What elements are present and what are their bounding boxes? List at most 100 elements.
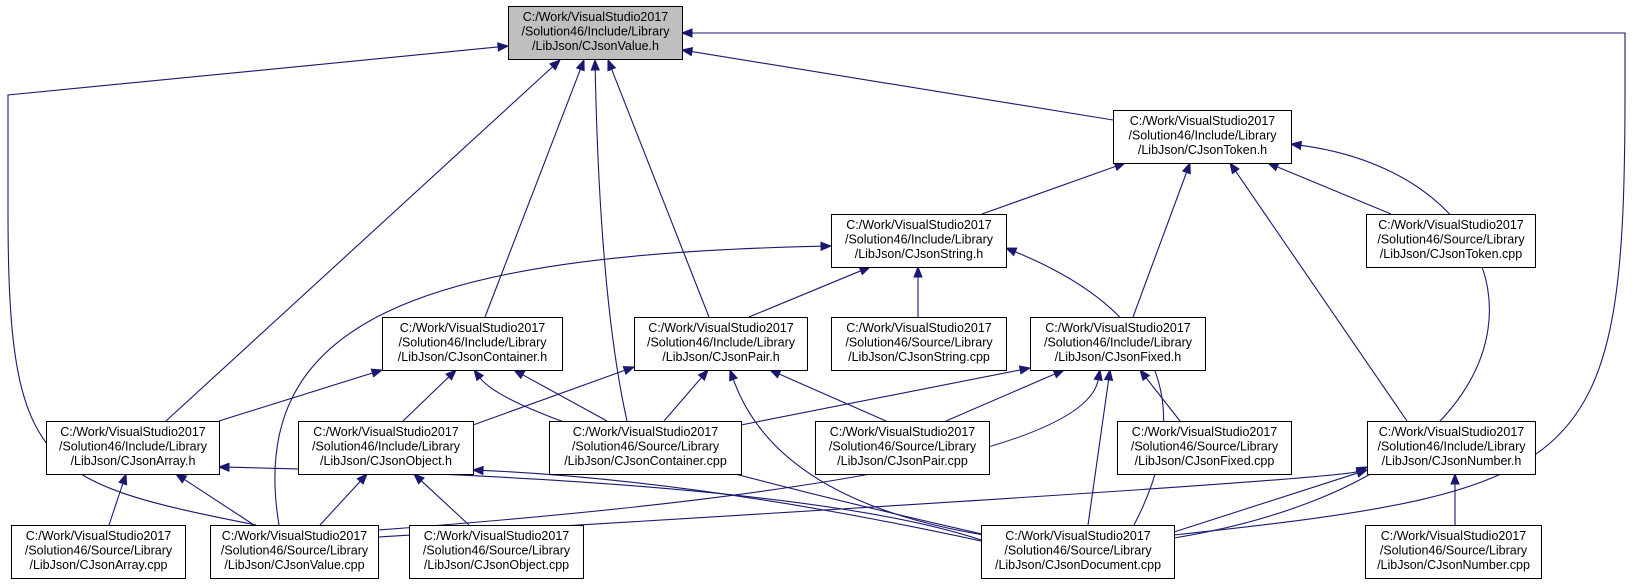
node-box[interactable] [831, 317, 1007, 371]
node-token-cpp[interactable]: C:/Work/VisualStudio2017/Solution46/Sour… [1366, 214, 1536, 268]
arrowhead [607, 58, 617, 72]
node-box[interactable] [210, 525, 379, 579]
node-label-line: C:/Work/VisualStudio2017 [1378, 218, 1524, 232]
node-token-h[interactable]: C:/Work/VisualStudio2017/Solution46/Incl… [1113, 110, 1292, 164]
node-box[interactable] [1030, 317, 1206, 371]
node-pair-cpp[interactable]: C:/Work/VisualStudio2017/Solution46/Sour… [815, 421, 990, 475]
edge-number_cpp-to-number_h [1450, 472, 1460, 525]
node-box[interactable] [1113, 110, 1292, 164]
node-box[interactable] [409, 525, 584, 579]
edge-line [7, 46, 499, 526]
edge-container_cpp-to-pair_h [663, 368, 709, 422]
arrowhead [590, 58, 600, 71]
edge-document_cpp-to-pair_h [729, 368, 1019, 541]
edge-line [1277, 166, 1392, 215]
node-box[interactable] [831, 214, 1007, 268]
edge-document_cpp-to-token_h [1173, 140, 1490, 539]
edge-line [184, 479, 255, 526]
edge-line [522, 374, 608, 422]
node-box[interactable] [298, 421, 474, 475]
node-box[interactable] [634, 317, 808, 371]
nodes-layer: C:/Work/VisualStudio2017/Solution46/Incl… [11, 6, 1542, 579]
node-box[interactable] [46, 421, 220, 475]
edge-line [1145, 377, 1181, 422]
edge-object_cpp-to-object_h [413, 473, 470, 526]
edge-line [274, 245, 822, 526]
node-box[interactable] [11, 525, 186, 579]
arrowhead [697, 368, 709, 382]
arrowhead [445, 369, 457, 381]
node-label-line: /Solution46/Source/Library [572, 440, 720, 454]
arrowhead [413, 473, 425, 485]
node-array-cpp[interactable]: C:/Work/VisualStudio2017/Solution46/Sour… [11, 525, 186, 579]
node-label-line: C:/Work/VisualStudio2017 [400, 321, 546, 335]
node-number-cpp[interactable]: C:/Work/VisualStudio2017/Solution46/Sour… [1365, 525, 1542, 579]
edge-line [732, 379, 1019, 541]
node-fixed-cpp[interactable]: C:/Work/VisualStudio2017/Solution46/Sour… [1117, 421, 1292, 475]
node-pair-h[interactable]: C:/Work/VisualStudio2017/Solution46/Incl… [634, 317, 808, 371]
edge-line [663, 377, 702, 422]
arrowhead [549, 59, 561, 71]
node-box[interactable] [549, 421, 742, 475]
node-value-h[interactable]: C:/Work/VisualStudio2017/Solution46/Incl… [508, 6, 683, 60]
node-label-line: /Solution46/Include/Library [312, 440, 461, 454]
node-container-h[interactable]: C:/Work/VisualStudio2017/Solution46/Incl… [382, 317, 563, 371]
arrowhead [512, 369, 526, 380]
node-label-line: /Solution46/Source/Library [221, 544, 369, 558]
edge-line [402, 376, 450, 422]
node-value-cpp[interactable]: C:/Work/VisualStudio2017/Solution46/Sour… [210, 525, 379, 579]
node-object-cpp[interactable]: C:/Work/VisualStudio2017/Solution46/Sour… [409, 525, 584, 579]
node-number-h[interactable]: C:/Work/VisualStudio2017/Solution46/Incl… [1367, 421, 1536, 475]
node-label-line: /Solution46/Source/Library [1131, 440, 1279, 454]
node-label-line: C:/Work/VisualStudio2017 [424, 529, 570, 543]
edge-line [778, 373, 887, 422]
arrowhead [913, 265, 923, 278]
node-label-line: /LibJson/CJsonPair.cpp [837, 454, 968, 468]
edge-line [1087, 379, 1110, 526]
arrowhead [473, 368, 485, 382]
arrowhead [680, 28, 693, 38]
edge-array_cpp-to-array_h [108, 472, 128, 526]
arrowhead [1355, 468, 1369, 478]
arrowhead [370, 368, 384, 378]
edge-fixed_cpp-to-fixed_h [1139, 368, 1181, 422]
edge-line [945, 373, 1056, 422]
node-box[interactable] [508, 6, 683, 60]
node-fixed-h[interactable]: C:/Work/VisualStudio2017/Solution46/Incl… [1030, 317, 1206, 371]
edge-value_cpp-to-value_h [7, 42, 510, 526]
edge-number_h-to-token_h [1229, 161, 1408, 422]
node-label-line: /Solution46/Include/Library [1377, 440, 1526, 454]
node-box[interactable] [1366, 214, 1536, 268]
node-label-line: /LibJson/CJsonValue.cpp [224, 558, 364, 572]
node-container-cpp[interactable]: C:/Work/VisualStudio2017/Solution46/Sour… [549, 421, 742, 475]
node-array-h[interactable]: C:/Work/VisualStudio2017/Solution46/Incl… [46, 421, 220, 475]
node-label-line: C:/Work/VisualStudio2017 [60, 425, 206, 439]
node-document-cpp[interactable]: C:/Work/VisualStudio2017/Solution46/Sour… [981, 525, 1175, 579]
edge-value_cpp-to-string_h [274, 241, 833, 526]
edge-line [594, 69, 628, 422]
node-box[interactable] [815, 421, 990, 475]
node-box[interactable] [1117, 421, 1292, 475]
node-string-h[interactable]: C:/Work/VisualStudio2017/Solution46/Incl… [831, 214, 1007, 268]
edge-document_cpp-to-fixed_h [1087, 368, 1114, 526]
node-box[interactable] [1365, 525, 1542, 579]
node-label-line: /LibJson/CJsonContainer.cpp [564, 454, 727, 468]
node-label-line: /Solution46/Include/Library [845, 233, 994, 247]
node-label-line: /Solution46/Source/Library [1377, 233, 1525, 247]
edge-line [692, 32, 1626, 536]
edge-line [981, 165, 1116, 215]
edge-line [691, 51, 1114, 121]
node-label-line: /LibJson/CJsonFixed.cpp [1135, 454, 1275, 468]
node-box[interactable] [1367, 421, 1536, 475]
node-label-line: /Solution46/Include/Library [521, 25, 670, 39]
edge-line [1132, 172, 1188, 318]
node-label-line: /Solution46/Source/Library [845, 336, 993, 350]
node-box[interactable] [981, 525, 1175, 579]
arrowhead [1004, 247, 1018, 257]
node-label-line: C:/Work/VisualStudio2017 [830, 425, 976, 439]
edge-document_cpp-to-object_h [471, 465, 982, 542]
node-object-h[interactable]: C:/Work/VisualStudio2017/Solution46/Incl… [298, 421, 474, 475]
edge-string_cpp-to-string_h [913, 265, 923, 317]
node-string-cpp[interactable]: C:/Work/VisualStudio2017/Solution46/Sour… [831, 317, 1007, 371]
node-box[interactable] [382, 317, 563, 371]
